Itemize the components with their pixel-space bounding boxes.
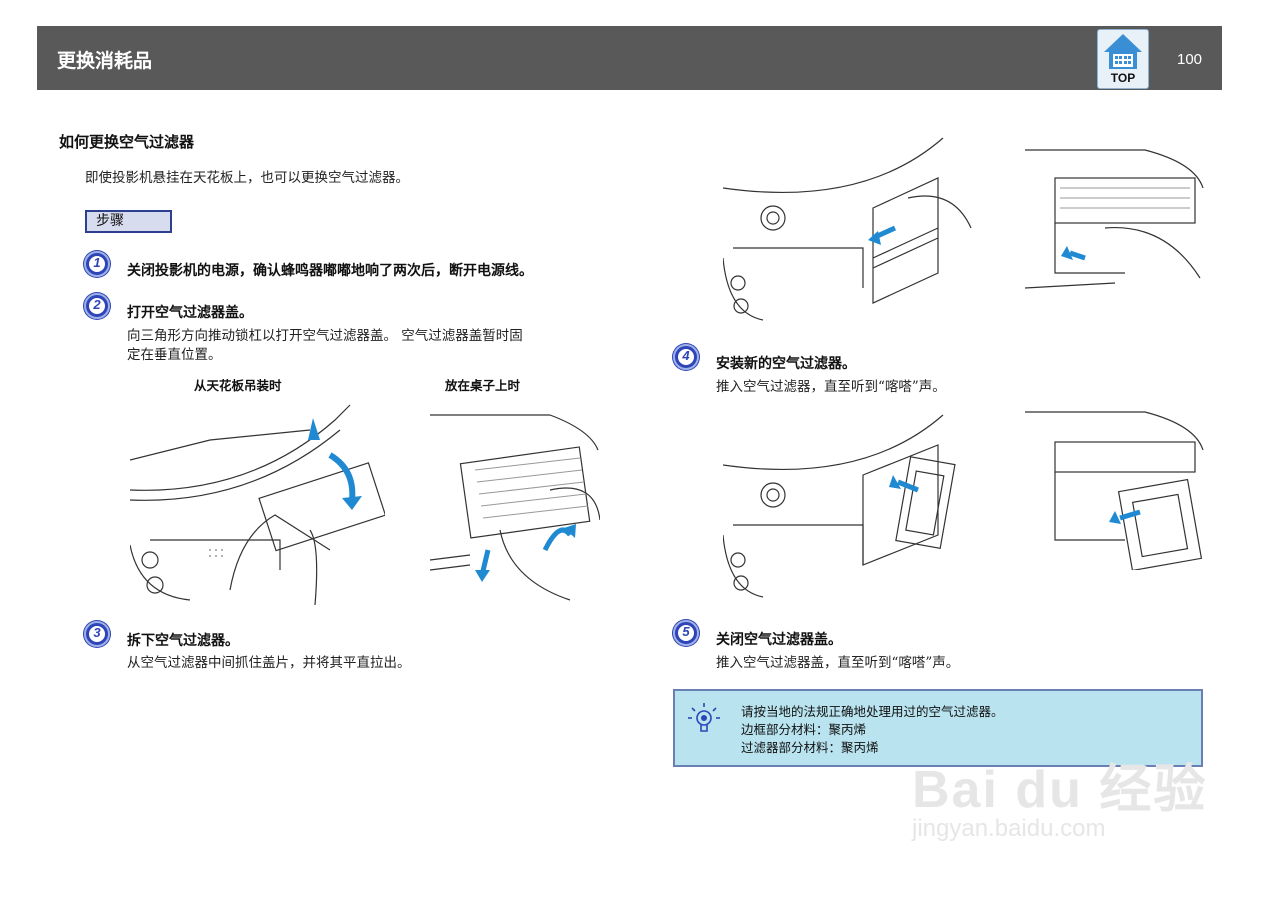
note-line-3: 过滤器部分材料：聚丙烯 bbox=[741, 740, 879, 755]
step-1-title: 关闭投影机的电源，确认蜂鸣器嘟嘟地响了两次后，断开电源线。 bbox=[127, 263, 533, 279]
steps-label: 步骤 bbox=[85, 210, 172, 233]
step-2-number: 2 bbox=[84, 293, 110, 319]
desk-install-filter-illustration bbox=[1025, 411, 1204, 570]
watermark-url: jingyan.baidu.com bbox=[912, 815, 1106, 842]
page-number: 100 bbox=[1177, 51, 1203, 68]
ceiling-open-cover-illustration bbox=[130, 404, 385, 605]
step-4-title: 安装新的空气过滤器。 bbox=[716, 356, 856, 372]
step-1-number: 1 bbox=[84, 251, 110, 277]
top-label: TOP bbox=[1110, 71, 1136, 85]
step-3-number: 3 bbox=[84, 621, 110, 647]
note-line-2: 边框部分材料：聚丙烯 bbox=[741, 722, 867, 737]
step-2-title: 打开空气过滤器盖。 bbox=[127, 305, 253, 321]
lightbulb-tip-icon bbox=[688, 703, 720, 732]
step-3-title: 拆下空气过滤器。 bbox=[127, 633, 239, 649]
ceiling-remove-filter-illustration bbox=[723, 137, 972, 321]
step-3-body: 从空气过滤器中间抓住盖片，并将其平直拉出。 bbox=[127, 655, 411, 671]
top-button[interactable]: TOP bbox=[1097, 29, 1149, 89]
home-icon bbox=[1104, 34, 1142, 69]
step-4-number: 4 bbox=[673, 344, 699, 370]
section-intro: 即使投影机悬挂在天花板上，也可以更换空气过滤器。 bbox=[85, 170, 409, 186]
desk-open-cover-illustration bbox=[430, 414, 600, 601]
tip-note: 请按当地的法规正确地处理用过的空气过滤器。 边框部分材料：聚丙烯 过滤器部分材料… bbox=[673, 689, 1203, 767]
step-5-number: 5 bbox=[673, 620, 699, 646]
caption-desk: 放在桌子上时 bbox=[445, 378, 521, 393]
caption-ceiling: 从天花板吊装时 bbox=[194, 378, 282, 393]
chapter-title: 更换消耗品 bbox=[57, 50, 153, 72]
section-title: 如何更换空气过滤器 bbox=[59, 133, 195, 151]
step-4-body: 推入空气过滤器，直至听到“喀嗒”声。 bbox=[716, 379, 946, 395]
step-2-body-line1: 向三角形方向推动锁杠以打开空气过滤器盖。 空气过滤器盖暂时固 bbox=[127, 328, 523, 344]
step-2-body-line2: 定在垂直位置。 bbox=[127, 347, 222, 363]
desk-remove-filter-illustration bbox=[1025, 149, 1204, 289]
note-line-1: 请按当地的法规正确地处理用过的空气过滤器。 bbox=[741, 704, 1004, 719]
step-5-title: 关闭空气过滤器盖。 bbox=[716, 632, 842, 648]
ceiling-install-filter-illustration bbox=[723, 414, 956, 598]
step-5-body: 推入空气过滤器盖，直至听到“喀嗒”声。 bbox=[716, 655, 960, 671]
page-header: 更换消耗品 TOP 100 bbox=[37, 26, 1222, 90]
